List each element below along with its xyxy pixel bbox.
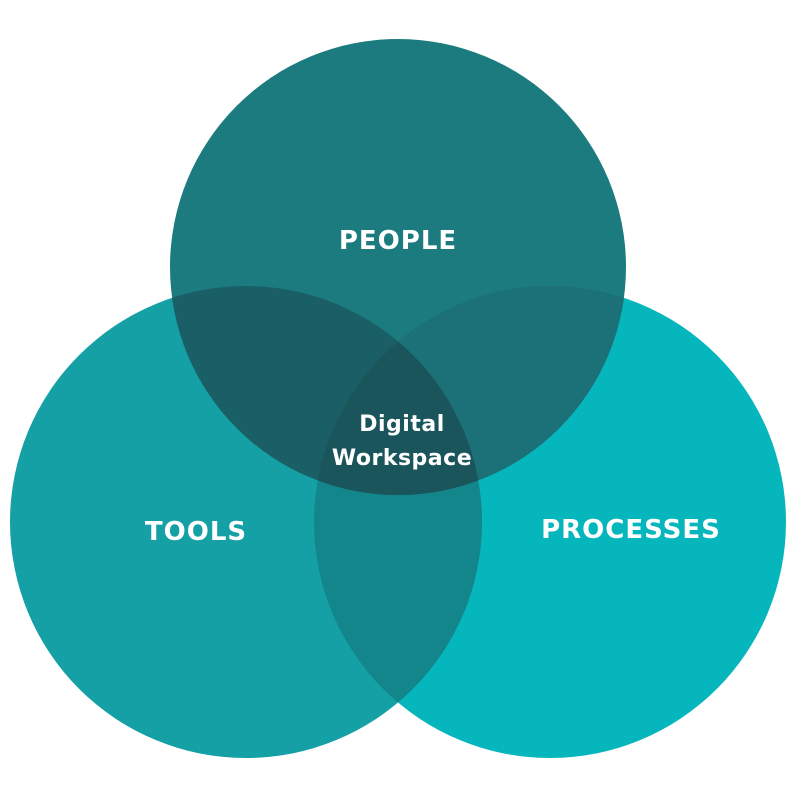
people-label: PEOPLE bbox=[338, 226, 458, 256]
center-label-line-2: Workspace bbox=[331, 446, 473, 471]
center-overlap bbox=[314, 286, 482, 495]
tools-label: TOOLS bbox=[144, 517, 248, 547]
center-label: Digital Workspace bbox=[332, 408, 472, 476]
processes-label: PROCESSES bbox=[541, 515, 721, 545]
center-label-line-1: Digital bbox=[359, 412, 445, 437]
